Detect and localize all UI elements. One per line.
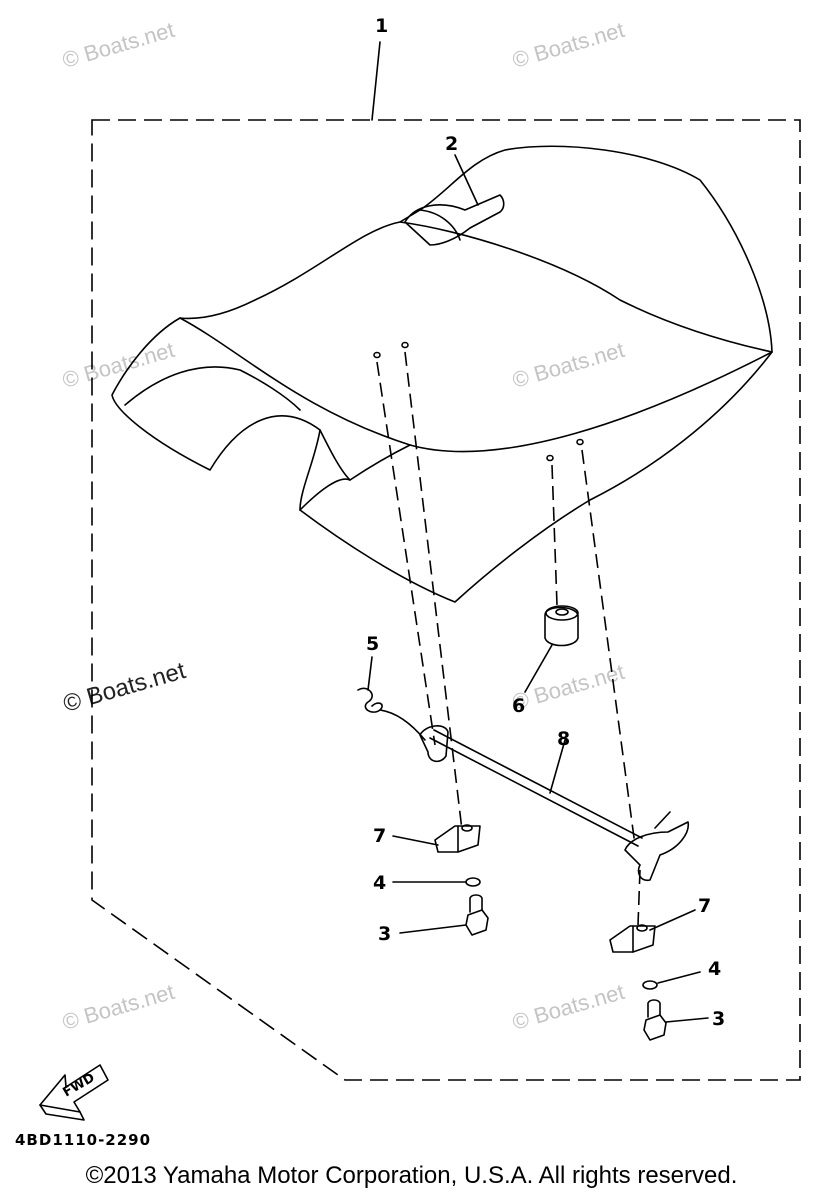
left-bracket-set	[392, 824, 489, 936]
watermarks: © Boats.net © Boats.net © Boats.net © Bo…	[59, 17, 627, 1035]
copyright-notice: ©2013 Yamaha Motor Corporation, U.S.A. A…	[85, 1162, 738, 1189]
leader-line-1	[371, 41, 381, 121]
alignment-lines	[376, 351, 641, 926]
callout-3-right: 3	[712, 1008, 725, 1030]
seat-strap	[404, 154, 505, 246]
seat-lock-rod	[419, 725, 689, 882]
callout-7-right: 7	[698, 895, 711, 917]
seat	[111, 145, 773, 603]
callout-6: 6	[512, 695, 525, 717]
callout-8: 8	[557, 728, 570, 750]
watermark: © Boats.net	[509, 17, 627, 73]
part-code: 4BD1110-2290	[15, 1131, 151, 1149]
assembly-outline	[91, 119, 801, 1081]
callout-4-right: 4	[708, 958, 721, 980]
watermark-dark: © Boats.net	[60, 657, 189, 718]
watermark: © Boats.net	[509, 979, 627, 1035]
fwd-label: FWD	[61, 1070, 98, 1100]
callout-5: 5	[366, 633, 379, 655]
callout-4-left: 4	[373, 872, 386, 894]
spring	[357, 656, 426, 741]
callout-2: 2	[445, 133, 458, 155]
damper	[524, 605, 579, 693]
callout-7-left: 7	[373, 825, 386, 847]
fwd-arrow: FWD	[39, 1064, 109, 1121]
callout-3-left: 3	[378, 923, 391, 945]
watermark: © Boats.net	[509, 337, 627, 393]
watermark: © Boats.net	[59, 17, 177, 73]
callouts: 1 2 5 6 8 7 4 3 7 4 3	[366, 15, 725, 1030]
callout-1: 1	[375, 15, 388, 37]
right-bracket-set	[609, 909, 709, 1041]
watermark: © Boats.net	[59, 979, 177, 1035]
